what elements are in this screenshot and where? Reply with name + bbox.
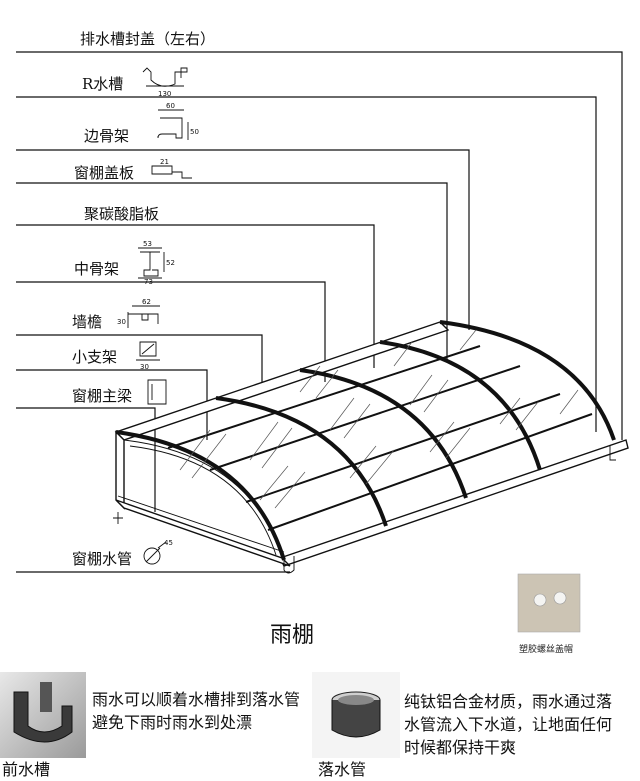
- downpipe-info-line-3: 时候都保持干爽: [404, 738, 517, 757]
- downpipe-photo-icon: [331, 691, 381, 738]
- downpipe-info-line-1: 纯钛铝合金材质，雨水通过落: [404, 692, 613, 711]
- downpipe-caption: 落水管: [318, 760, 367, 779]
- label-r-gutter: R水槽: [82, 75, 123, 93]
- side-frame-profile-icon: 60 50: [157, 102, 199, 140]
- downpipe-profile-icon: 45: [143, 539, 173, 565]
- cover-plate-profile-icon: 21: [151, 158, 192, 179]
- gutter-photo: [0, 672, 86, 758]
- gutter-info-line-2: 避免下雨时雨水到处漂: [92, 713, 253, 732]
- label-main-beam: 窗棚主梁: [72, 387, 132, 405]
- leader-lines: [16, 51, 623, 573]
- bracket-dim: 30: [140, 363, 149, 371]
- r-gutter-profile-icon: 130: [142, 67, 188, 98]
- pc-sheet-hatching: [179, 329, 579, 509]
- awning-structure: [113, 320, 629, 574]
- side-frame-width-dim: 60: [166, 102, 175, 110]
- diagram-title: 雨棚: [270, 623, 314, 648]
- wall-eave-profile-icon: 62 30: [117, 298, 160, 328]
- side-frame-height-dim: 50: [190, 128, 199, 136]
- screw-cap-photo: [517, 573, 581, 633]
- r-gutter-dim: 130: [158, 90, 171, 98]
- middle-frame-bottom-dim: 73: [144, 278, 153, 286]
- wall-eave-width-dim: 62: [142, 298, 151, 306]
- gutter-caption: 前水槽: [2, 760, 51, 779]
- label-canopy-cover-plate: 窗棚盖板: [74, 164, 134, 182]
- middle-frame-side-dim: 52: [166, 259, 175, 267]
- main-beam-profile-icon: [147, 379, 167, 405]
- downpipe-photo: [312, 672, 400, 758]
- label-pc-sheet: 聚碳酸脂板: [84, 205, 159, 223]
- label-downpipe: 窗棚水管: [72, 550, 132, 568]
- gutter-info: 雨水可以顺着水槽排到落水管 避免下雨时雨水到处漂: [92, 688, 322, 734]
- screw-cap-caption: 塑胶螺丝盖帽: [519, 643, 573, 655]
- middle-frame-top-dim: 53: [143, 240, 152, 248]
- downpipe-info-line-2: 水管流入下水道，让地面任何: [404, 715, 613, 734]
- small-bracket-profile-icon: 30: [136, 341, 160, 371]
- downpipe-dim: 45: [164, 539, 173, 547]
- label-wall-eave: 墙檐: [72, 313, 102, 331]
- label-side-frame: 边骨架: [84, 127, 129, 145]
- gutter-photo-icon: [13, 682, 73, 743]
- label-small-bracket: 小支架: [72, 348, 117, 366]
- label-gutter-cover: 排水槽封盖（左右）: [80, 30, 215, 48]
- wall-eave-height-dim: 30: [117, 318, 126, 326]
- part-labels: 排水槽封盖（左右） R水槽 边骨架 窗棚盖板 聚碳酸脂板 中骨架 墙檐 小支架 …: [72, 30, 215, 568]
- gutter-info-line-1: 雨水可以顺着水槽排到落水管: [92, 690, 301, 709]
- middle-frame-profile-icon: 53 73 52: [138, 240, 175, 286]
- downpipe-info: 纯钛铝合金材质，雨水通过落 水管流入下水道，让地面任何 时候都保持干爽: [404, 690, 640, 759]
- cover-plate-dim: 21: [160, 158, 169, 166]
- label-middle-frame: 中骨架: [74, 260, 119, 278]
- profile-icons: 130 60 50 21 53 73 52 62: [117, 67, 199, 565]
